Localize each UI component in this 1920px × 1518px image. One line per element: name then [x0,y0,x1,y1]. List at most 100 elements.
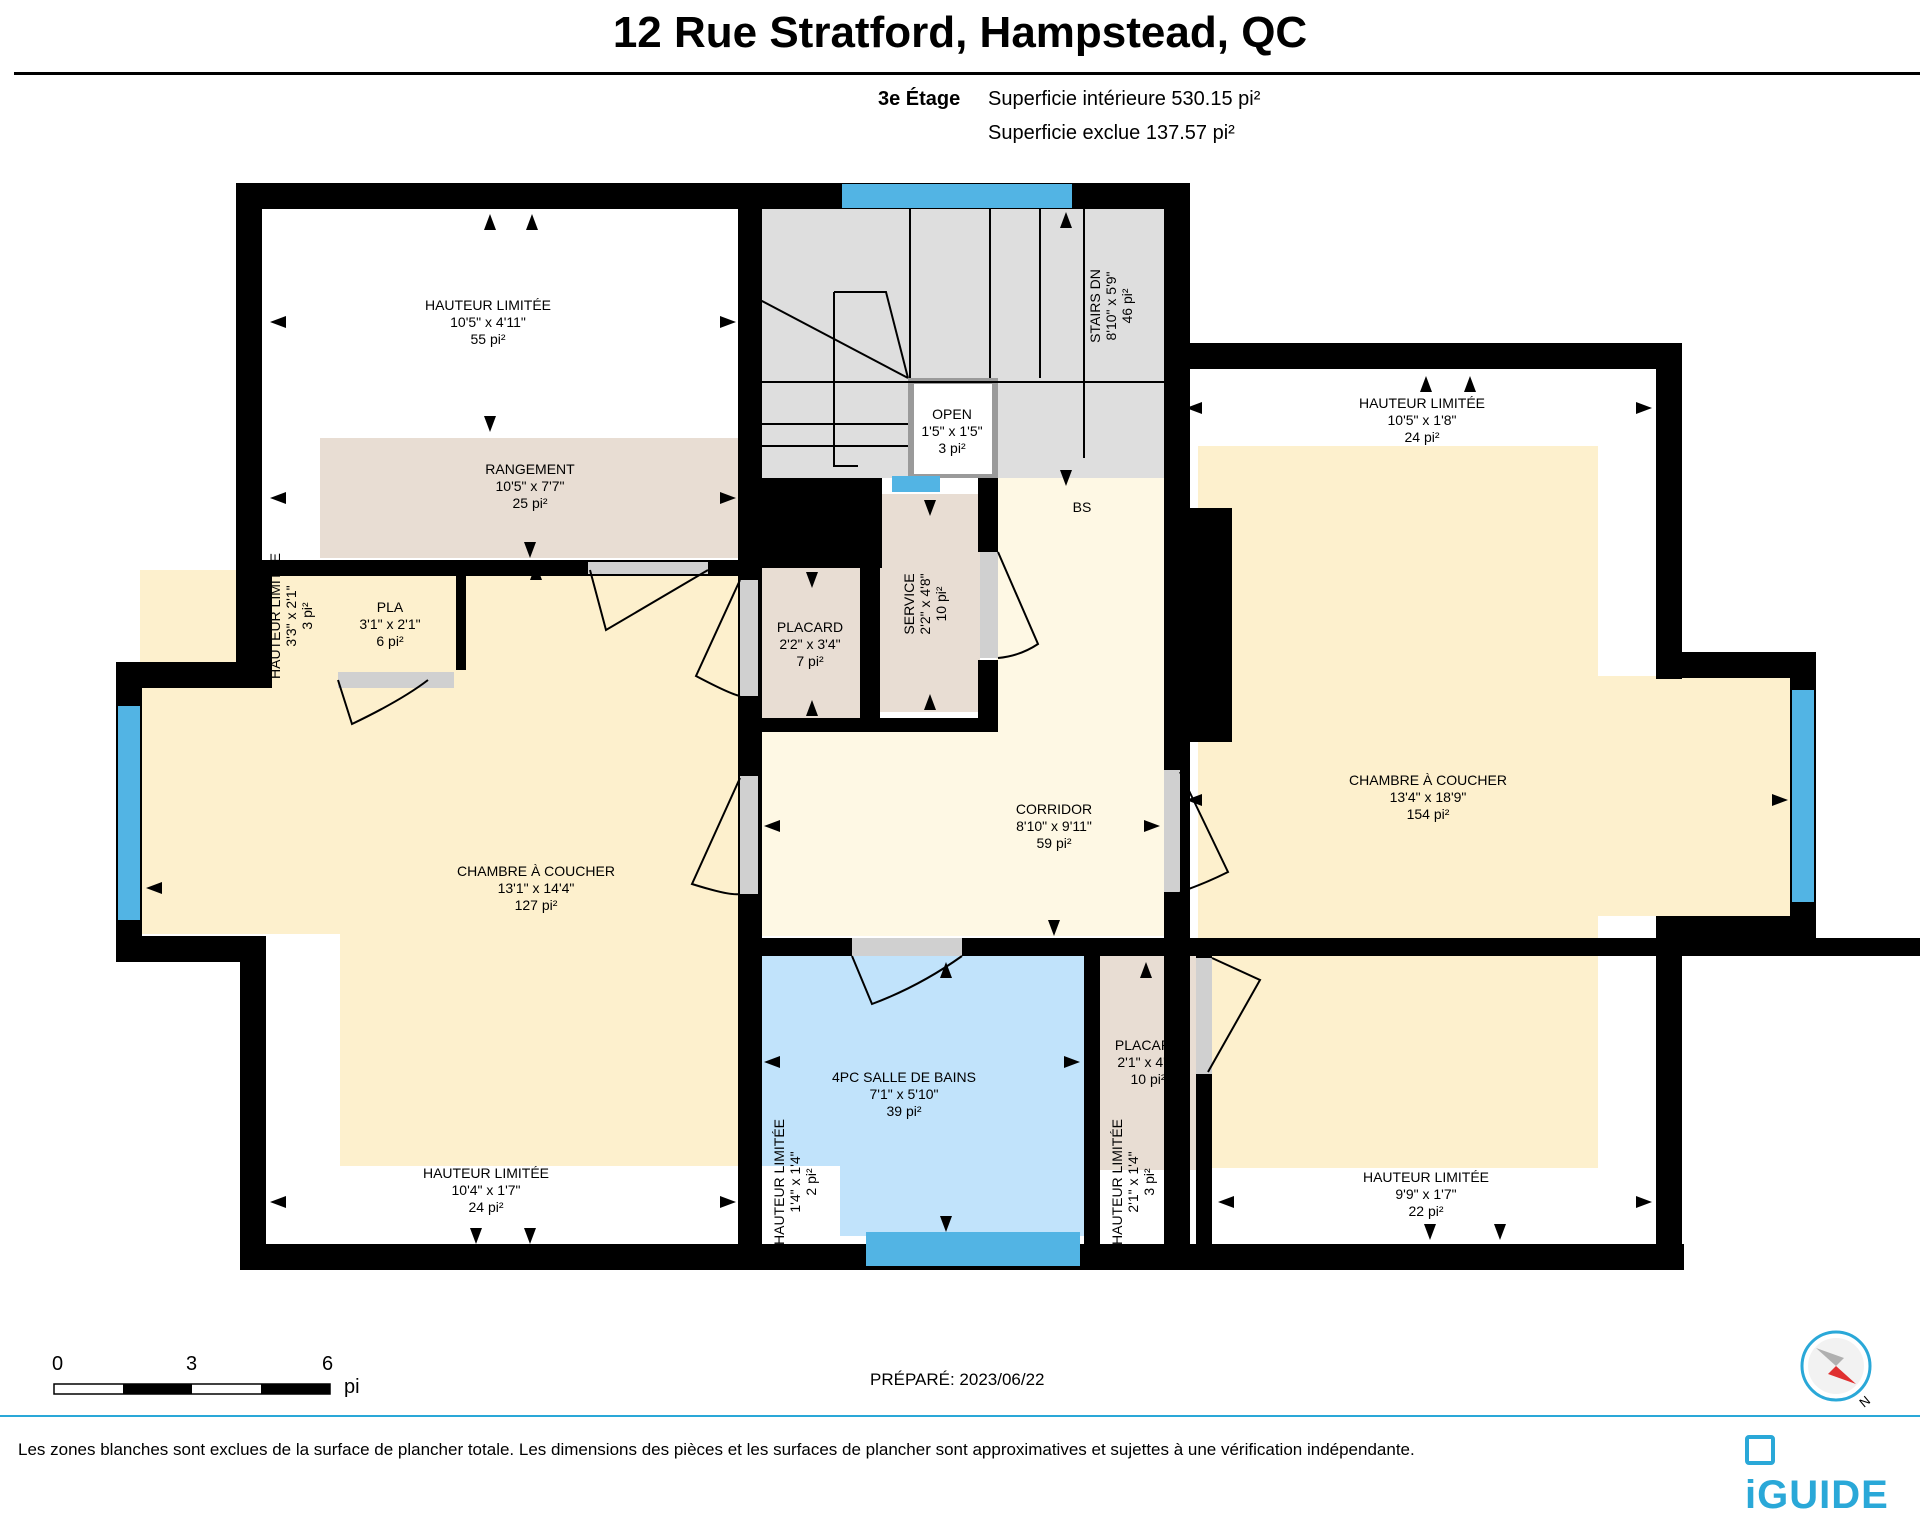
disclaimer: Les zones blanches sont exclues de la su… [18,1440,1415,1459]
compass-icon: N [1798,1328,1888,1417]
label-placard-mid: PLACARD 2'2" x 3'4" 7 pi² [777,619,843,669]
svg-text:10'5" x 7'7": 10'5" x 7'7" [496,478,565,494]
interior-area: Superficie intérieure 530.15 pi² [988,88,1261,110]
fill-hl-bottom-right [1212,1168,1658,1244]
label-chambre-right: CHAMBRE À COUCHER 13'4" x 18'9" 154 pi² [1349,772,1507,822]
svg-text:24 pi²: 24 pi² [1404,429,1439,445]
svg-text:PLACARD: PLACARD [777,619,843,635]
fill-hl-bath-small [760,1166,840,1236]
label-hl-bottom-left: HAUTEUR LIMITÉE 10'4" x 1'7" 24 pi² [423,1165,549,1215]
svg-text:HAUTEUR LIMITÉE: HAUTEUR LIMITÉE [1363,1169,1489,1185]
label-pla: PLA 3'1" x 2'1" 6 pi² [359,599,420,649]
header-divider [14,72,1920,75]
svg-text:55 pi²: 55 pi² [470,331,505,347]
svg-text:39 pi²: 39 pi² [886,1103,921,1119]
svg-text:HAUTEUR LIMITÉE: HAUTEUR LIMITÉE [771,1119,787,1245]
svg-text:6 pi²: 6 pi² [376,633,404,649]
svg-text:10'5" x 1'8": 10'5" x 1'8" [1388,412,1457,428]
fill-hl-left-strip [266,934,340,1166]
svg-text:46 pi²: 46 pi² [1119,288,1135,323]
label-rangement: RANGEMENT 10'5" x 7'7" 25 pi² [485,461,575,511]
fill-placard-mid [760,568,860,718]
stair-lines [759,208,1164,467]
label-stairs: STAIRS DN 8'10" x 5'9" 46 pi² [1087,269,1135,343]
svg-text:3'1" x 2'1": 3'1" x 2'1" [359,616,420,632]
svg-text:59 pi²: 59 pi² [1036,835,1071,851]
svg-text:7 pi²: 7 pi² [796,653,824,669]
label-hl-bottom-right: HAUTEUR LIMITÉE 9'9" x 1'7" 22 pi² [1363,1169,1489,1219]
label-hl-left-vertical: HAUTEUR LIMITÉE 3'3" x 2'1" 3 pi² [267,553,315,679]
svg-text:22 pi²: 22 pi² [1408,1203,1443,1219]
label-hl-top-left: HAUTEUR LIMITÉE 10'5" x 4'11" 55 pi² [425,297,551,347]
svg-text:3'3" x 2'1": 3'3" x 2'1" [283,585,299,646]
label-bs: BS [1073,499,1092,515]
svg-text:25 pi²: 25 pi² [512,495,547,511]
svg-text:7'1" x 5'10": 7'1" x 5'10" [870,1086,939,1102]
svg-text:3 pi²: 3 pi² [938,440,966,456]
svg-text:2'2" x 3'4": 2'2" x 3'4" [779,636,840,652]
scale-tick-3: 3 [186,1353,198,1375]
window-open [892,476,940,492]
footer-divider [0,1415,1920,1417]
svg-text:HAUTEUR LIMITÉE: HAUTEUR LIMITÉE [267,553,283,679]
fill-hl-bottom-left [266,1166,740,1242]
svg-text:10 pi²: 10 pi² [1130,1071,1165,1087]
svg-text:HAUTEUR LIMITÉE: HAUTEUR LIMITÉE [1359,395,1485,411]
svg-text:10'5" x 4'11": 10'5" x 4'11" [450,314,526,330]
scale-unit: pi [344,1376,360,1398]
compass-letter: N [1856,1393,1873,1411]
svg-text:8'10" x 5'9": 8'10" x 5'9" [1103,271,1119,340]
svg-text:CHAMBRE À COUCHER: CHAMBRE À COUCHER [1349,772,1507,788]
svg-text:4PC SALLE DE BAINS: 4PC SALLE DE BAINS [832,1069,976,1085]
window-left [118,706,140,920]
window-right [1792,690,1814,902]
svg-text:CHAMBRE À COUCHER: CHAMBRE À COUCHER [457,863,615,879]
svg-text:13'4" x 18'9": 13'4" x 18'9" [1390,789,1467,805]
window-bottom [866,1232,1080,1266]
svg-text:10'4" x 1'7": 10'4" x 1'7" [452,1182,521,1198]
svg-text:PLACARD: PLACARD [1115,1037,1181,1053]
svg-text:127 pi²: 127 pi² [515,897,558,913]
svg-text:PLA: PLA [377,599,404,615]
prepared-date: PRÉPARÉ: 2023/06/22 [870,1370,1045,1389]
doors [337,551,1262,1074]
svg-text:2'2" x 4'8": 2'2" x 4'8" [917,573,933,634]
address-title: 12 Rue Stratford, Hampstead, QC [612,8,1308,57]
svg-text:HAUTEUR LIMITÉE: HAUTEUR LIMITÉE [1109,1119,1125,1245]
fill-chambre-left-bottom [340,930,740,1166]
fill-chambre-left-top [140,570,740,934]
scale-tick-6: 6 [322,1353,334,1375]
fill-hl-top-right [1184,370,1656,446]
svg-text:CORRIDOR: CORRIDOR [1016,801,1092,817]
scale-tick-0: 0 [52,1353,64,1375]
svg-text:13'1" x 14'4": 13'1" x 14'4" [498,880,575,896]
svg-text:2'1" x 4'8": 2'1" x 4'8" [1117,1054,1178,1070]
label-service: SERVICE 2'2" x 4'8" 10 pi² [901,573,949,634]
label-chambre-left: CHAMBRE À COUCHER 13'1" x 14'4" 127 pi² [457,863,615,913]
svg-text:OPEN: OPEN [932,406,972,422]
svg-text:HAUTEUR LIMITÉE: HAUTEUR LIMITÉE [423,1165,549,1181]
svg-text:3 pi²: 3 pi² [299,602,315,630]
fill-chambre-right-ext [1596,676,1792,916]
label-hl-placard-small: HAUTEUR LIMITÉE 2'1" x 1'4" 3 pi² [1109,1119,1157,1245]
svg-text:154 pi²: 154 pi² [1407,806,1450,822]
svg-text:8'10" x 9'11": 8'10" x 9'11" [1016,818,1092,834]
fill-corridor-upper [996,478,1164,730]
svg-text:HAUTEUR LIMITÉE: HAUTEUR LIMITÉE [425,297,551,313]
label-hl-top-right: HAUTEUR LIMITÉE 10'5" x 1'8" 24 pi² [1359,395,1485,445]
fill-corridor [760,730,1164,936]
svg-text:STAIRS DN: STAIRS DN [1087,269,1103,343]
svg-text:9'9" x 1'7": 9'9" x 1'7" [1395,1186,1456,1202]
svg-text:2'1" x 1'4": 2'1" x 1'4" [1125,1151,1141,1212]
fill-service [880,494,980,712]
svg-text:2 pi²: 2 pi² [803,1168,819,1196]
brand-logo: iGUIDE [1745,1428,1920,1518]
fill-rangement [320,438,740,558]
label-corridor: CORRIDOR 8'10" x 9'11" 59 pi² [1016,801,1092,851]
brand-icon [1745,1435,1775,1465]
svg-text:24 pi²: 24 pi² [468,1199,503,1215]
svg-text:RANGEMENT: RANGEMENT [485,461,575,477]
svg-text:1'4" x 1'4": 1'4" x 1'4" [787,1151,803,1212]
svg-text:SERVICE: SERVICE [901,573,917,634]
svg-text:10 pi²: 10 pi² [933,586,949,621]
